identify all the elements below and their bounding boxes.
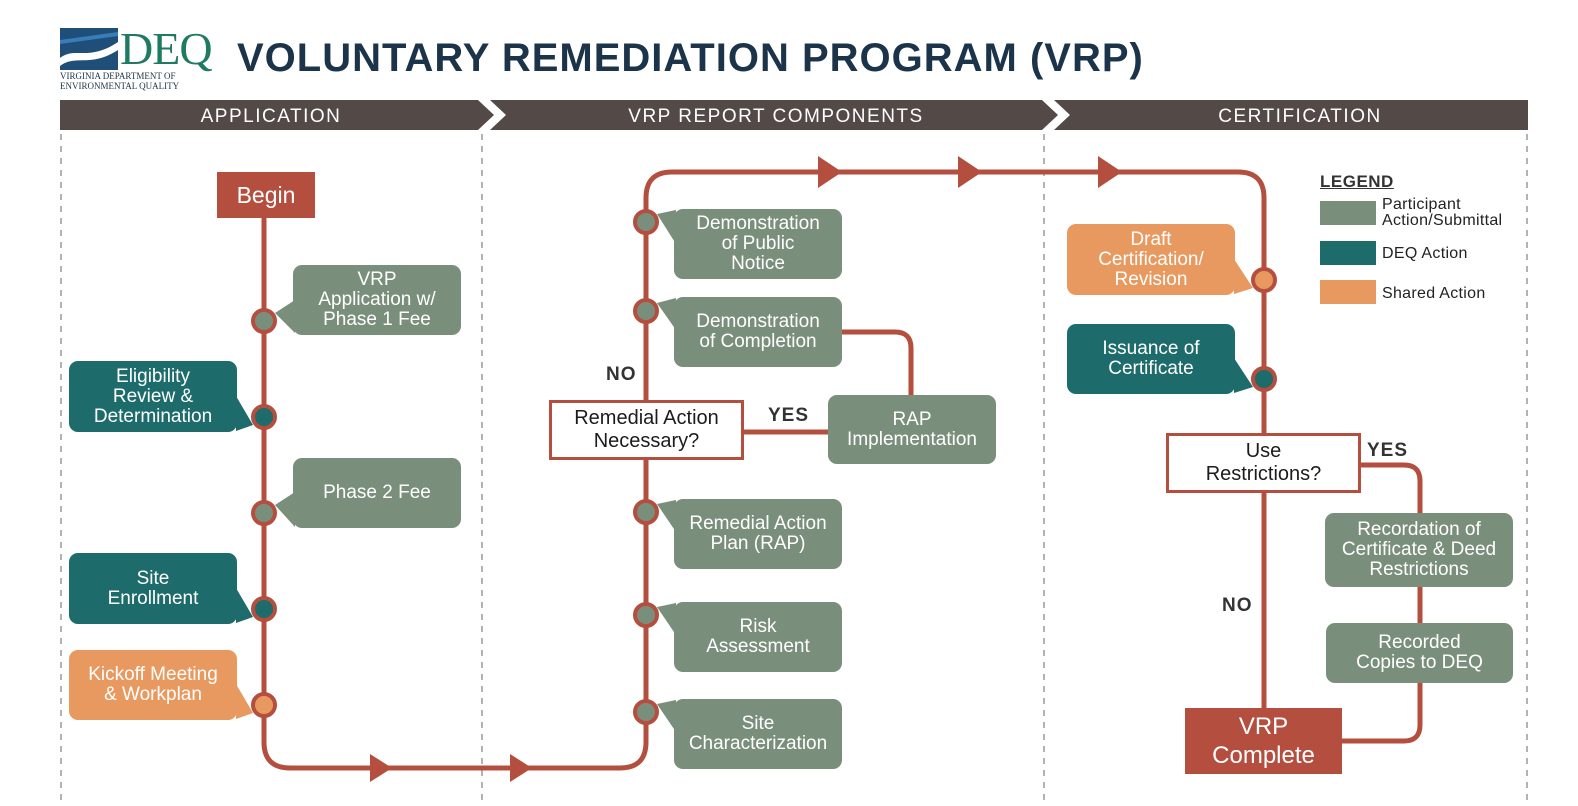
box-tail: [657, 603, 676, 635]
box-tail: [1234, 259, 1253, 294]
legend-swatch-shared: [1320, 280, 1376, 304]
flow-arrow: [510, 754, 532, 782]
no-label-restrictions: NO: [1222, 595, 1253, 616]
box-tail: [657, 500, 676, 532]
logo-subtitle-line1: VIRGINIA DEPARTMENT OF: [60, 71, 176, 81]
node-dot: [633, 602, 659, 628]
box-tail: [275, 300, 295, 333]
box-tail: [1234, 358, 1253, 393]
kickoff-meeting-box: Kickoff Meeting& Workplan: [69, 650, 237, 720]
box-tail: [275, 492, 295, 527]
box-tail: [236, 684, 253, 719]
phase-bar-application: [60, 100, 494, 130]
node-dot: [1251, 267, 1277, 293]
box-tail: [657, 700, 676, 732]
node-dot: [633, 298, 659, 324]
box-tail: [657, 210, 676, 244]
legend-label-shared: Shared Action: [1382, 285, 1486, 302]
yes-label-restrictions: YES: [1367, 440, 1409, 461]
node-dot: [251, 596, 277, 622]
phase2-fee-box: Phase 2 Fee: [293, 458, 461, 528]
phase-bar-certification: [1054, 100, 1528, 130]
node-dot: [633, 499, 659, 525]
node-dot: [251, 308, 277, 334]
flow-arrow: [1098, 156, 1122, 188]
node-dot: [633, 699, 659, 725]
rap-return-line: [842, 329, 914, 395]
phase-certification: CERTIFICATION: [1218, 106, 1382, 127]
node-dot: [1251, 366, 1277, 392]
phase-bar-report: [490, 100, 1058, 130]
yes-label-remedial: YES: [768, 405, 810, 426]
main-flow-line: [261, 169, 1267, 771]
node-dot: [251, 500, 277, 526]
phase-report-components: VRP REPORT COMPONENTS: [628, 106, 924, 127]
begin-terminal: Begin: [217, 172, 315, 218]
flow-arrow: [958, 156, 982, 188]
river-logo-icon: [60, 28, 118, 70]
legend-swatch-deq: [1320, 241, 1376, 265]
box-tail: [657, 298, 676, 330]
logo-subtitle-line2: ENVIRONMENTAL QUALITY: [60, 81, 180, 91]
node-dot: [251, 692, 277, 718]
logo-wordmark: DEQ: [120, 23, 213, 74]
legend-label-deq: DEQ Action: [1382, 245, 1468, 262]
yes-branch-line: [1342, 462, 1423, 744]
flow-arrow: [818, 156, 842, 188]
phase-application: APPLICATION: [200, 106, 342, 127]
box-tail: [236, 396, 253, 431]
node-dot: [633, 209, 659, 235]
legend-title: LEGEND: [1320, 172, 1394, 191]
node-dot: [251, 404, 277, 430]
legend-swatch-participant: [1320, 201, 1376, 225]
box-tail: [236, 588, 253, 623]
flow-arrow: [370, 754, 392, 782]
deq-logo: DEQ VIRGINIA DEPARTMENT OF ENVIRONMENTAL…: [60, 23, 220, 92]
no-label-remedial: NO: [606, 364, 637, 385]
page-title: VOLUNTARY REMEDIATION PROGRAM (VRP): [237, 36, 1144, 80]
